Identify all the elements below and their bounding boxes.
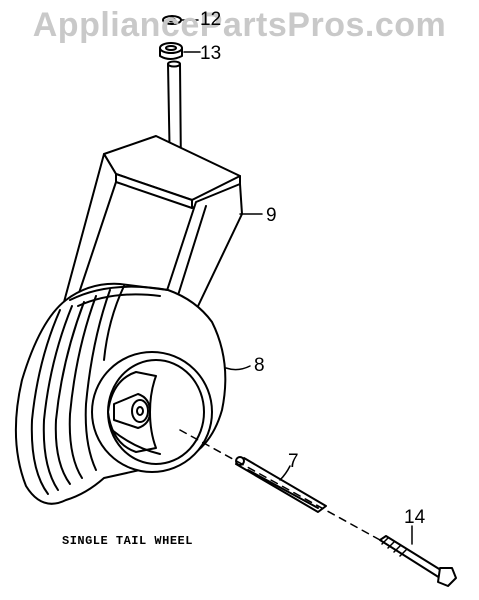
part-14-bolt (379, 535, 457, 587)
part-13-bushing (159, 42, 183, 60)
callout-12: 12 (200, 9, 222, 30)
callout-14: 14 (404, 507, 426, 528)
diagram-caption: SINGLE TAIL WHEEL (62, 534, 193, 548)
callout-9: 9 (266, 205, 277, 226)
callout-13: 13 (200, 43, 222, 64)
part-8-wheel (14, 282, 227, 505)
part-7-axle-tube (235, 456, 327, 513)
leader-lines (181, 19, 413, 545)
callout-8: 8 (254, 355, 265, 376)
part-12-washer (162, 15, 182, 25)
callout-7: 7 (288, 451, 299, 472)
